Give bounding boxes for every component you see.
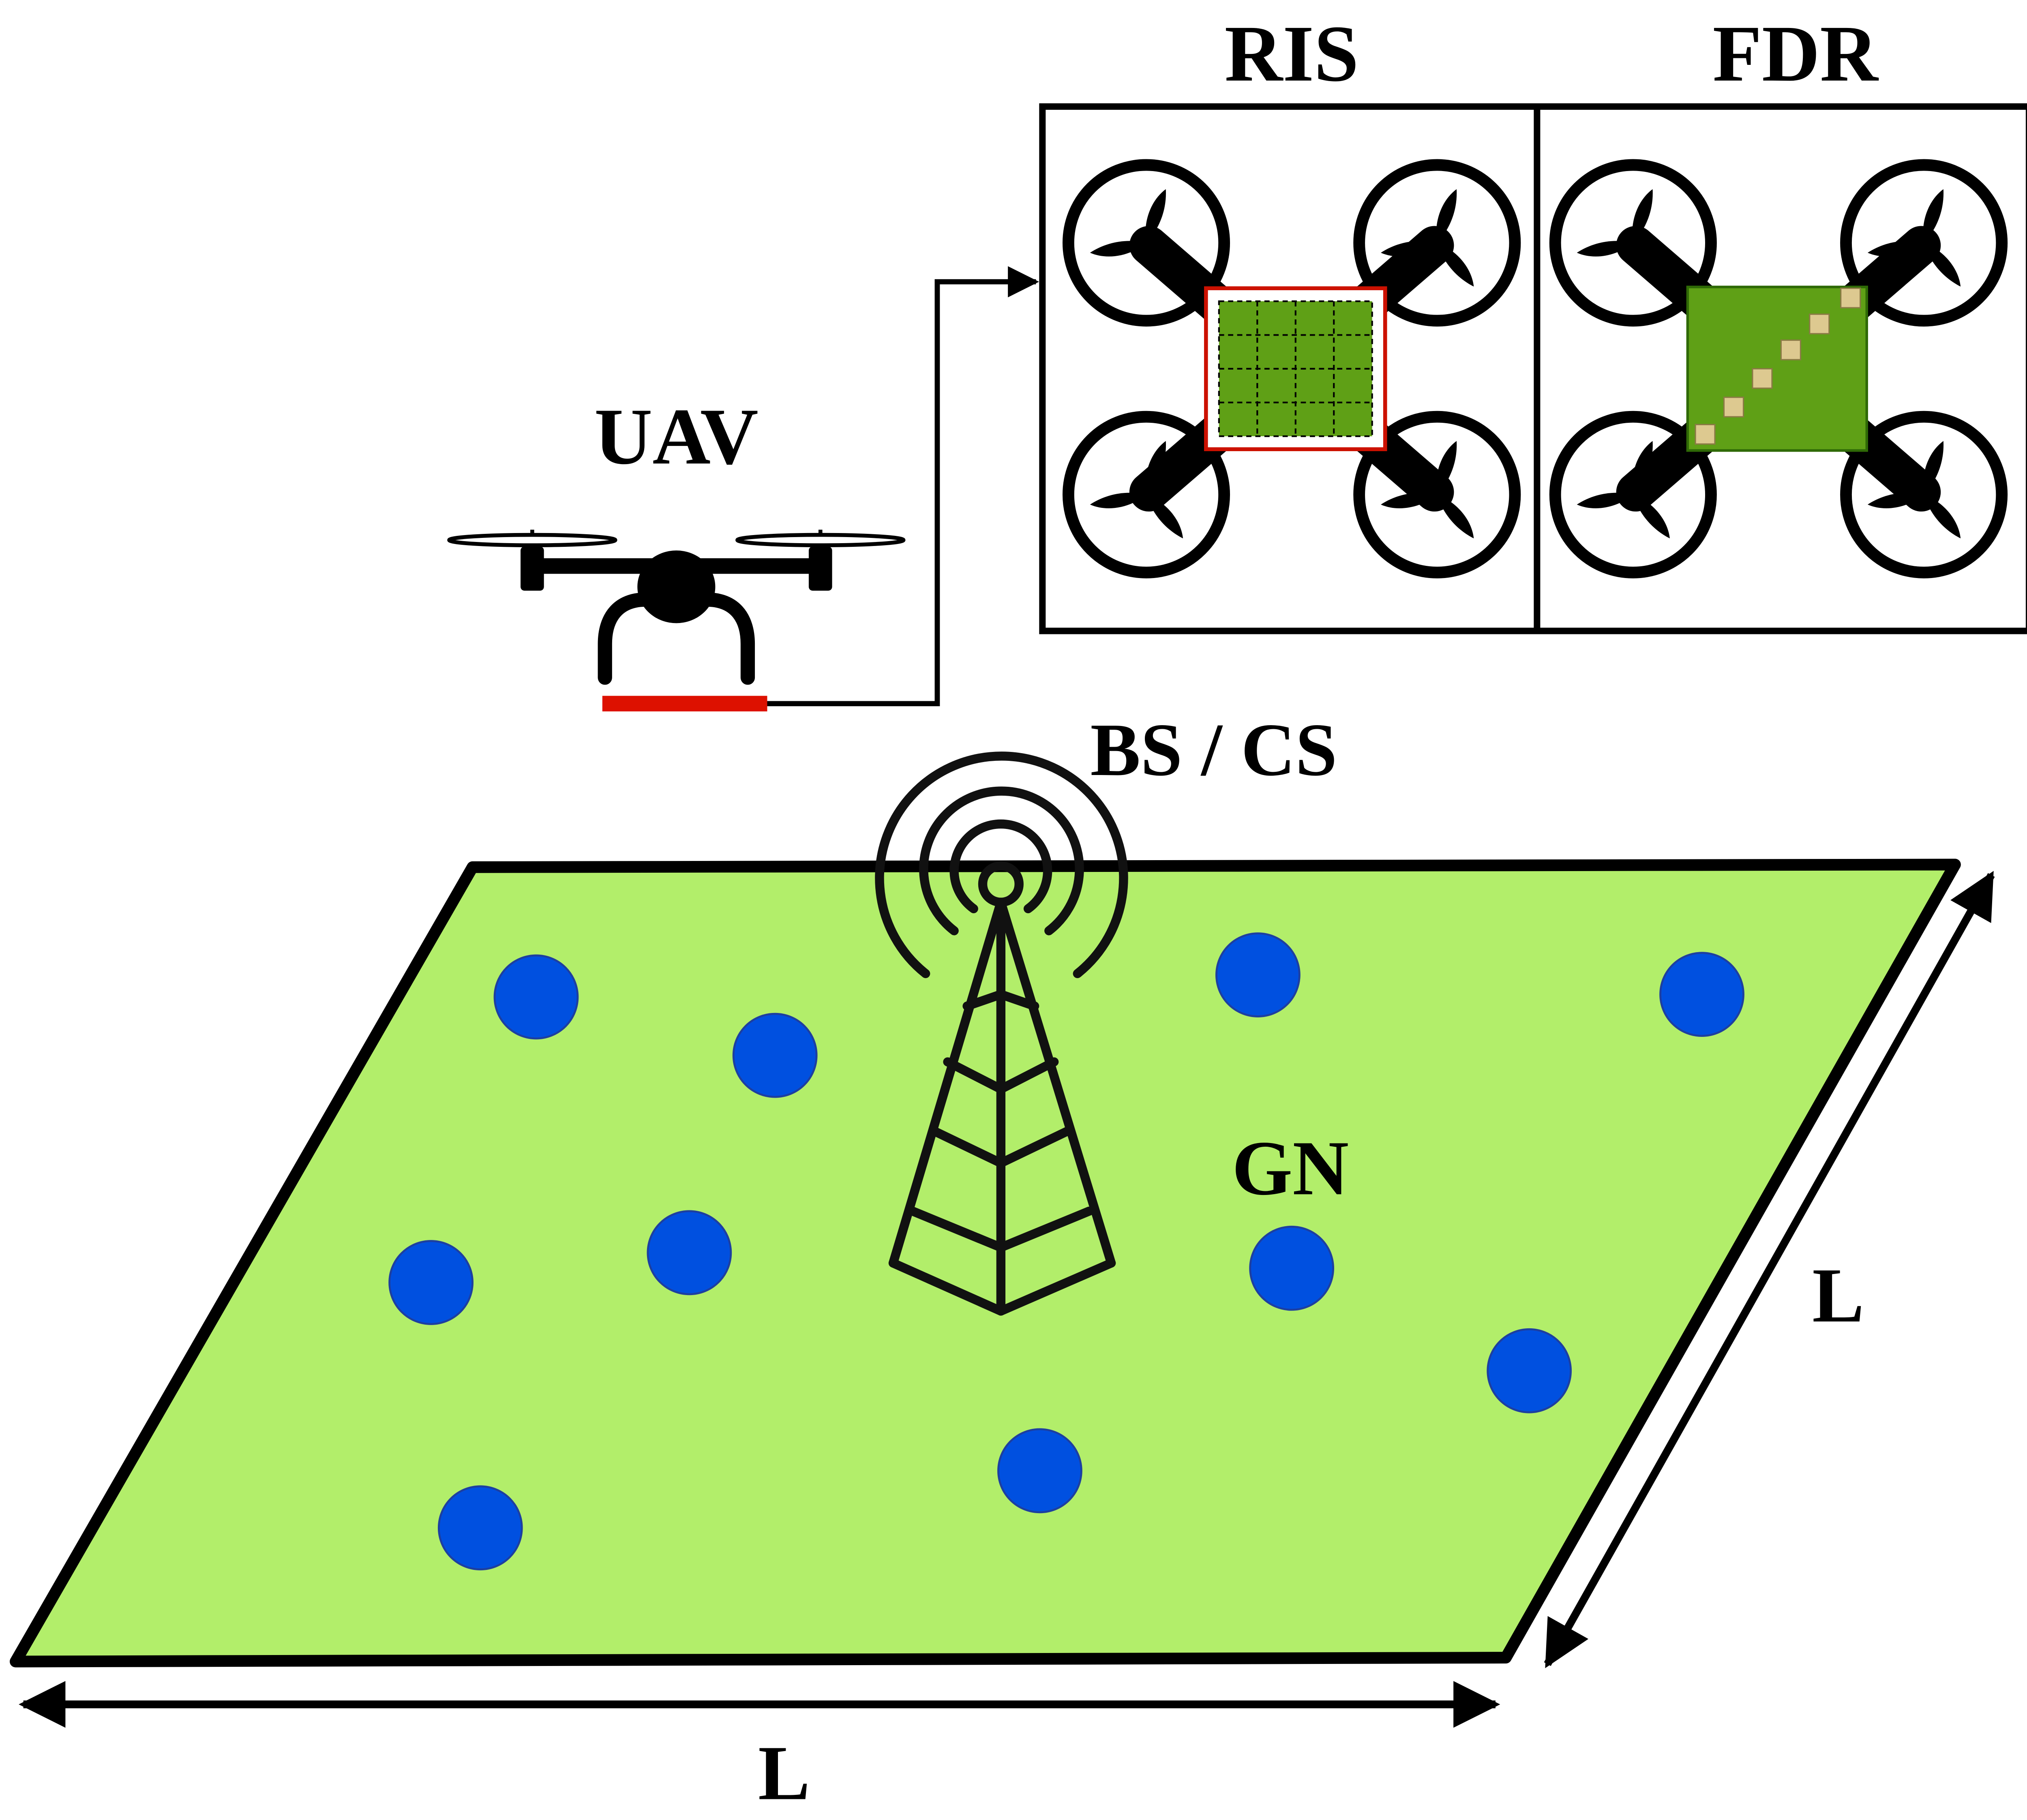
ground-node — [1487, 1328, 1572, 1413]
ground-node — [997, 1428, 1082, 1514]
ris-label: RIS — [1225, 9, 1359, 98]
ground-node — [1249, 1225, 1335, 1311]
ground-area — [10, 859, 1961, 1668]
uav-payload-bar — [602, 696, 767, 712]
right-side-length-label: L — [1812, 1252, 1864, 1338]
ground-node — [437, 1485, 523, 1571]
ground-node — [1215, 932, 1301, 1017]
fdr-label: FDR — [1713, 9, 1879, 98]
gn-label: GN — [1232, 1125, 1349, 1211]
uav-label: UAV — [594, 392, 758, 481]
ground-node — [1659, 952, 1744, 1037]
quadcopter-drone-icon — [447, 529, 906, 712]
ground-node — [732, 1013, 818, 1098]
ground-node — [388, 1240, 474, 1325]
drone-with-ris-panel-icon — [1068, 165, 1515, 572]
ground-plane — [10, 859, 1961, 1668]
payload-panels — [1039, 103, 2027, 634]
ground-node — [647, 1210, 732, 1295]
drone-with-fdr-panel-icon — [1555, 165, 2002, 572]
bottom-side-length-label: L — [758, 1730, 810, 1816]
connector-arrow — [767, 266, 1039, 707]
ground-node — [493, 954, 579, 1040]
bs-cs-label: BS / CS — [1091, 709, 1337, 792]
right-dimension-arrow — [1544, 871, 1995, 1668]
cell-tower-antenna-icon — [875, 752, 1128, 1316]
